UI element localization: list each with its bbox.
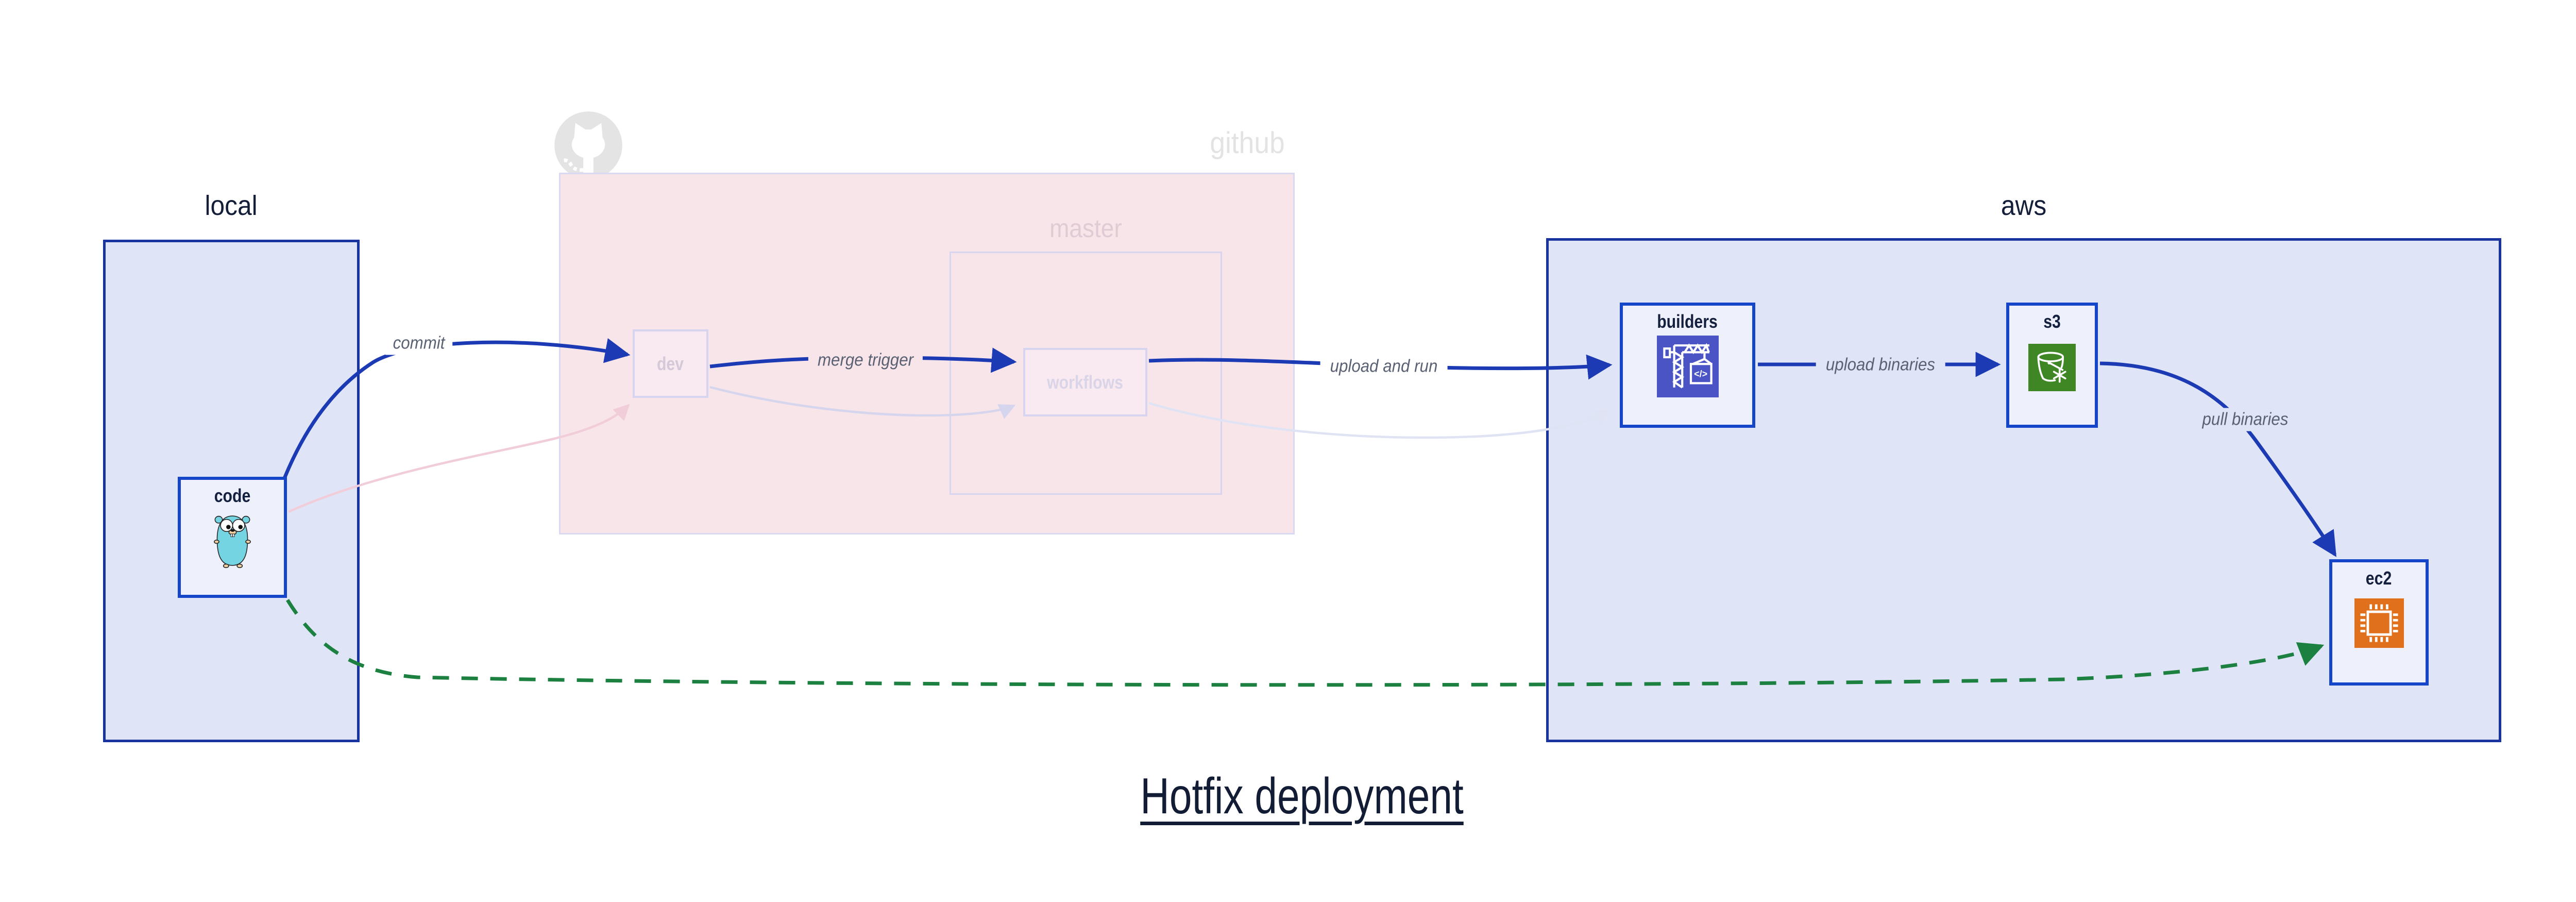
- svg-text:</>: </>: [1694, 369, 1707, 379]
- cluster-aws-label: aws: [2001, 190, 2047, 221]
- node-s3: s3: [2006, 303, 2098, 428]
- cluster-master-label: master: [1049, 214, 1122, 243]
- ec2-chip-icon: [2354, 598, 2404, 648]
- diagram-title: Hotfix deployment: [1140, 767, 1464, 824]
- node-workflows-label: workflows: [1047, 371, 1124, 393]
- edge-ghost-code-dev: [288, 404, 630, 513]
- edge-ghost-workflows-builders: [1148, 402, 1612, 439]
- node-dev-label: dev: [657, 353, 684, 374]
- cluster-master: [950, 252, 1222, 495]
- edge-label-upload-and-run: upload and run: [1320, 355, 1448, 378]
- codebuild-crane-icon: </>: [1656, 336, 1719, 397]
- node-code-label: code: [214, 485, 251, 506]
- edge-label-merge-trigger: merge trigger: [808, 348, 923, 372]
- node-dev: dev: [633, 329, 708, 398]
- node-workflows: workflows: [1023, 348, 1147, 416]
- github-logo-icon: [554, 111, 622, 180]
- node-ec2: ec2: [2329, 559, 2429, 686]
- node-builders: builders </>: [1620, 303, 1755, 428]
- gopher-icon: [214, 515, 251, 569]
- edge-pull-binaries: [2099, 361, 2336, 557]
- edge-label-pull-binaries: pull binaries: [2193, 408, 2297, 431]
- cluster-github-label: github: [1210, 126, 1285, 160]
- edge-hotfix-dashed: [286, 599, 2325, 687]
- edge-commit: [282, 338, 631, 479]
- node-code: code: [178, 477, 287, 598]
- edge-label-commit: commit: [385, 331, 452, 355]
- s3-bucket-icon: [2028, 344, 2076, 391]
- cluster-local-label: local: [205, 190, 258, 221]
- node-s3-label: s3: [2043, 311, 2061, 332]
- node-builders-label: builders: [1657, 311, 1718, 332]
- node-ec2-label: ec2: [2366, 567, 2392, 589]
- edge-label-upload-binaries: upload binaries: [1816, 353, 1945, 377]
- edge-ghost-dev-workflows: [709, 386, 1016, 419]
